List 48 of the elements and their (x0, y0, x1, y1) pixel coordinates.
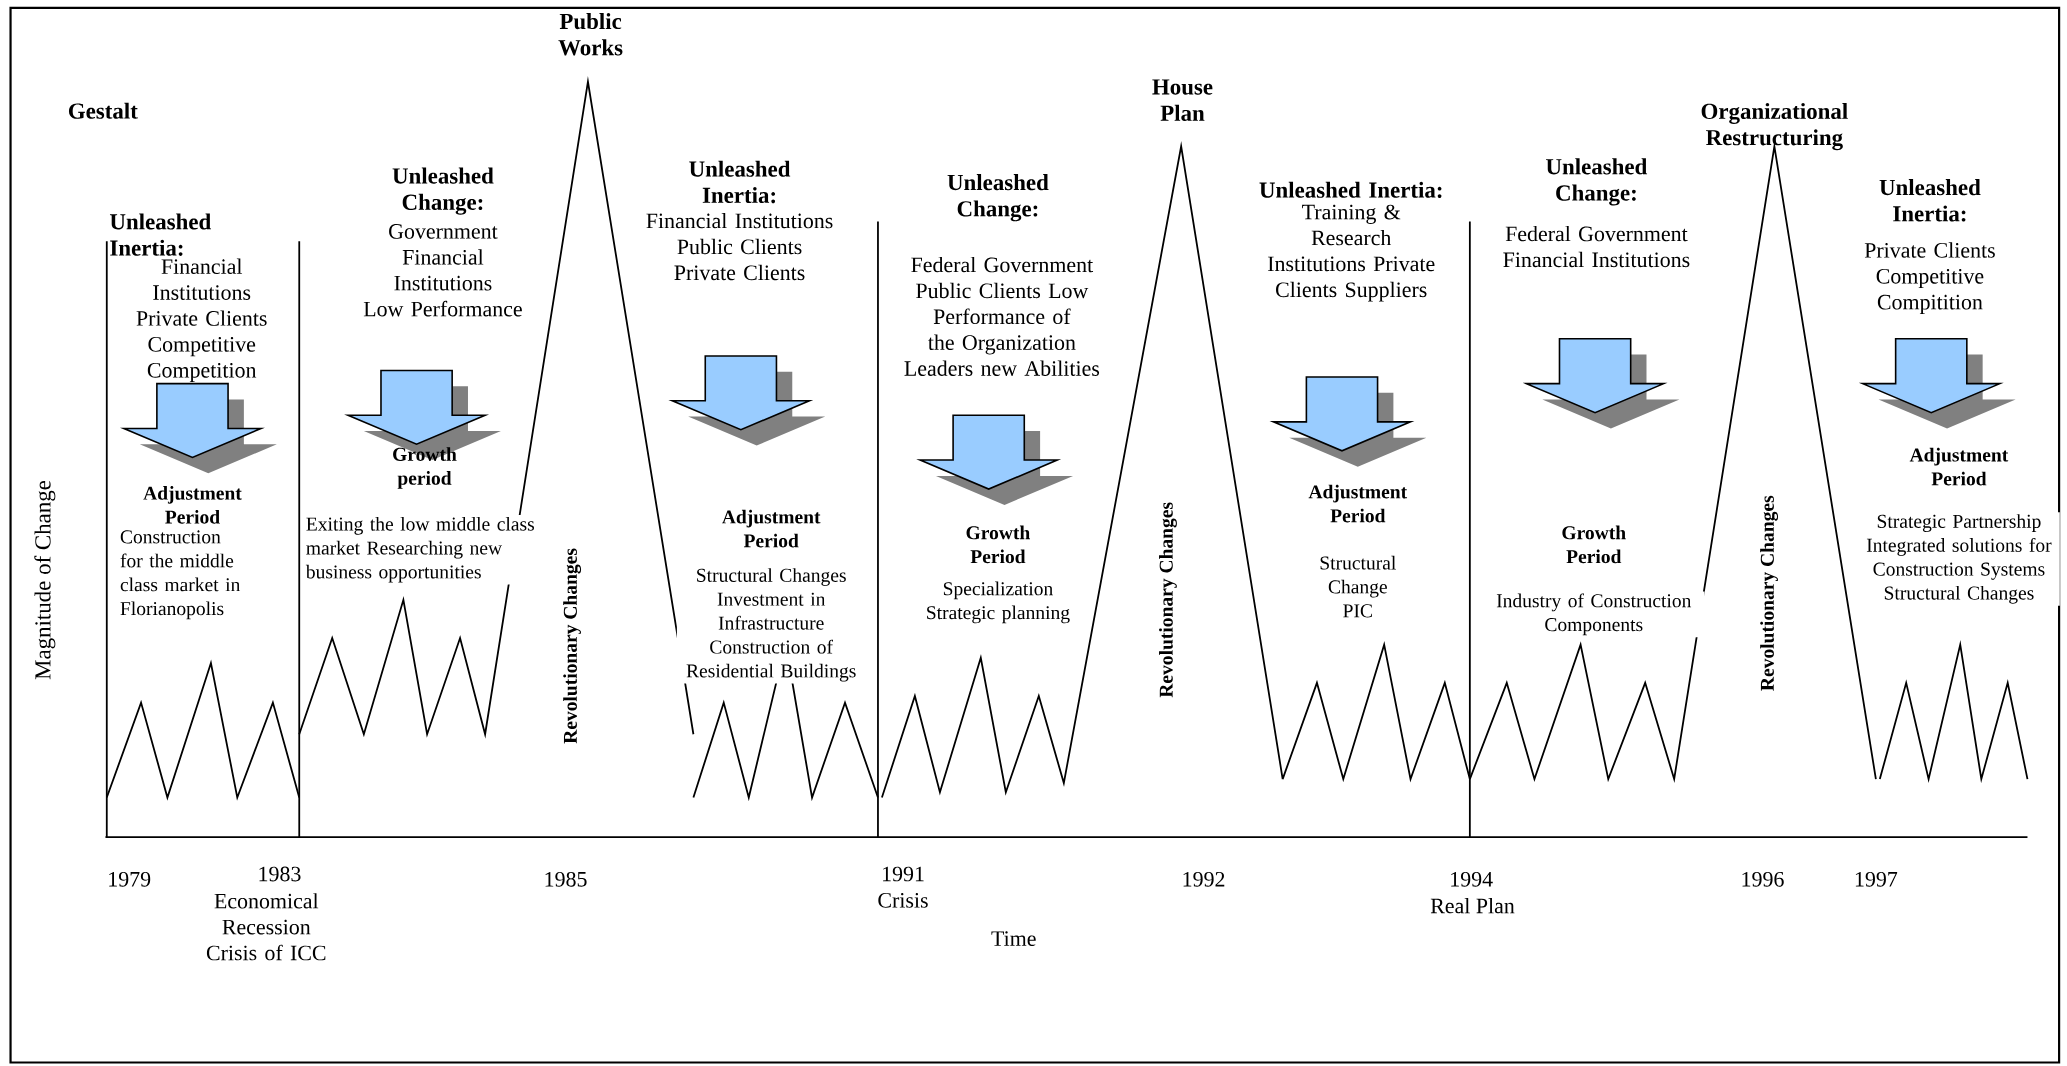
period-label: Growth period (393, 446, 457, 489)
period-label: Growth Period (1562, 525, 1626, 564)
heading-text: House Plan (1152, 79, 1213, 121)
body-text: Structural Change PIC (1309, 553, 1406, 620)
year-label: Crisis (878, 892, 928, 908)
heading-text: Public Works (558, 12, 623, 56)
period-label: Revolutionary Changes (563, 548, 582, 744)
heading-text: Organizational Restructuring (1701, 102, 1848, 150)
body-text: Federal Government Public Clients Low Performance of the Organization Leaders new Abilities (904, 256, 1100, 376)
year-label: 1994 (1451, 871, 1493, 887)
heading-text: Unleashed Inertia: (1879, 178, 1981, 222)
body-text: Economical Recession Crisis of ICC (206, 892, 326, 961)
heading-text: Unleashed Change: (392, 167, 494, 215)
body-text: Industry of Construction Components (1483, 591, 1705, 637)
period-label: Adjustment Period (1308, 484, 1408, 523)
body-text: Financial Institutions Private Clients Competitive Competition (136, 258, 267, 382)
heading-text: Unleashed Inertia: (110, 213, 211, 256)
heading-text: Unleashed Inertia: (1259, 181, 1442, 198)
year-label: 1997 (1855, 871, 1898, 887)
body-text: Strategic Partnership Integrated solutions for Construction Systems Structural Changes (1858, 512, 2060, 606)
year-label: Time (991, 931, 1036, 946)
year-label: 1979 (109, 871, 151, 887)
axis-label: Magnitude of Change (34, 480, 56, 680)
body-text: Specialization Strategic planning (913, 579, 1083, 626)
period-label: Growth Period (966, 525, 1030, 564)
body-text: Government Financial Institutions Low Performance (363, 223, 522, 317)
body-text: Structural Changes Investment in Infrastructure Construction of Residential Buildings (676, 565, 866, 684)
period-label: Adjustment Period (143, 485, 242, 524)
heading-text: Unleashed Change: (1546, 158, 1648, 206)
year-label: 1992 (1183, 871, 1225, 887)
heading-text: Gestalt (68, 102, 138, 119)
year-label: Real Plan (1430, 897, 1515, 914)
period-label: Adjustment Period (722, 509, 821, 548)
year-label: 1996 (1742, 871, 1784, 887)
body-text: Exiting the low middle class market Researching new business opportunities (303, 514, 546, 585)
body-text: Financial Institutions Public Clients Private Clients (646, 212, 833, 280)
year-label: 1991 (883, 866, 924, 882)
body-text: Private Clients Competitive Compitition (1864, 242, 1995, 314)
period-label: Revolutionary Changes (1760, 495, 1779, 691)
heading-text: Unleashed Change: (947, 173, 1049, 222)
period-label: Adjustment Period (1909, 447, 2009, 486)
period-label: Revolutionary Changes (1159, 502, 1177, 698)
body-text: Federal Government Financial Institutions (1503, 225, 1690, 267)
heading-text: Unleashed Inertia: (689, 160, 791, 203)
body-text: Construction for the middle class market in Florianopolis (117, 528, 254, 621)
year-label: 1985 (545, 871, 587, 887)
year-label: 1983 (259, 866, 301, 882)
body-text: Training & Research Institutions Private Clients Suppliers (1268, 204, 1435, 302)
